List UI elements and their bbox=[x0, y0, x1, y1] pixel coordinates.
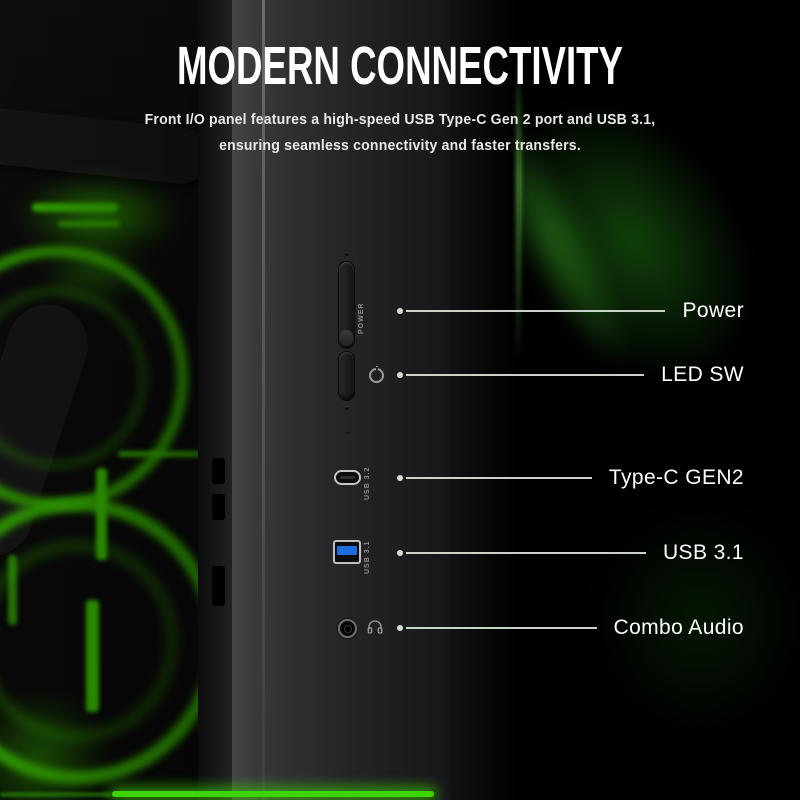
frame-cutout bbox=[212, 566, 225, 606]
subtitle: Front I/O panel features a high-speed US… bbox=[12, 107, 788, 159]
callout-dot bbox=[397, 308, 403, 314]
callout-dot bbox=[397, 475, 403, 481]
callout-label-type-c: Type-C GEN2 bbox=[608, 466, 744, 489]
case-frame-edge bbox=[198, 0, 234, 800]
callout-label-combo-audio: Combo Audio bbox=[613, 616, 744, 639]
callout-dot bbox=[397, 372, 403, 378]
callout-label-led-sw: LED SW bbox=[661, 363, 744, 386]
headphone-icon bbox=[367, 620, 383, 634]
callout-row-led-sw: LED SW bbox=[397, 362, 744, 388]
callout-row-combo-audio: Combo Audio bbox=[397, 615, 744, 641]
edge-rim-light bbox=[516, 60, 521, 360]
callout-line bbox=[406, 477, 592, 479]
usb-a-port-label: USB 3.1 bbox=[364, 540, 371, 574]
callout-row-usb31: USB 3.1 bbox=[397, 540, 744, 566]
callout-line bbox=[406, 627, 597, 629]
subtitle-line-2: ensuring seamless connectivity and faste… bbox=[219, 138, 581, 154]
panel-edge-highlight bbox=[262, 0, 265, 800]
screw-dot bbox=[345, 252, 349, 256]
callout-row-power: Power bbox=[397, 298, 744, 324]
callout-row-type-c: Type-C GEN2 bbox=[397, 465, 744, 491]
power-symbol-icon bbox=[369, 366, 384, 383]
green-light-flare bbox=[590, 500, 800, 740]
subtitle-line-1: Front I/O panel features a high-speed US… bbox=[144, 112, 656, 128]
callout-line bbox=[406, 310, 666, 312]
frame-cutout bbox=[212, 458, 225, 484]
callout-label-power: Power bbox=[682, 299, 744, 322]
led-switch-button bbox=[339, 352, 354, 400]
callout-line bbox=[406, 552, 646, 554]
power-port-label: POWER bbox=[358, 302, 365, 334]
bottom-led-strip bbox=[112, 791, 434, 797]
callout-line bbox=[406, 374, 645, 376]
callout-label-usb31: USB 3.1 bbox=[662, 541, 744, 564]
panel-shadow bbox=[450, 0, 520, 800]
type-c-port bbox=[334, 470, 361, 485]
callout-dot bbox=[397, 625, 403, 631]
frame-cutout bbox=[212, 494, 225, 520]
screw-dot bbox=[346, 430, 350, 434]
bottom-led-strip-dim bbox=[0, 792, 112, 797]
power-button bbox=[339, 262, 354, 348]
type-c-port-label: USB 3.2 bbox=[364, 466, 371, 500]
combo-audio-jack bbox=[338, 619, 357, 638]
usb-a-port bbox=[333, 540, 361, 564]
front-io-panel bbox=[232, 0, 450, 800]
callout-dot bbox=[397, 550, 403, 556]
screw-dot bbox=[345, 406, 349, 410]
page-title: MODERN CONNECTIVITY bbox=[176, 35, 624, 96]
